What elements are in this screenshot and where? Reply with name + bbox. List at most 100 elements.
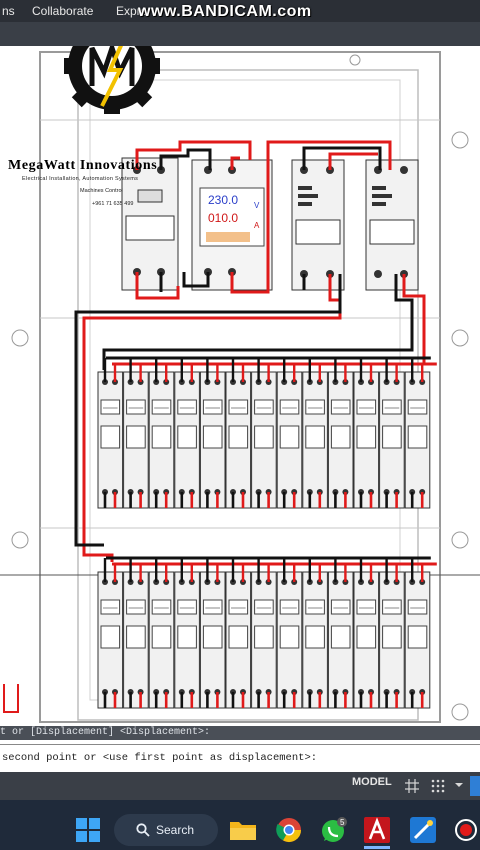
ribbon-tab-ns[interactable]: ns	[2, 4, 15, 18]
breaker-label	[137, 189, 163, 203]
mount-hole	[451, 531, 469, 549]
chevron-down-icon[interactable]	[454, 780, 464, 790]
mcb-handle	[382, 625, 402, 649]
mcb-label	[202, 599, 223, 615]
energy-meter: 230.0 V 010.0 A	[191, 159, 273, 291]
mcb-handle	[228, 425, 249, 449]
mcb-label	[177, 599, 197, 615]
mcb-label	[126, 599, 146, 615]
mcb-handle	[356, 425, 377, 449]
breaker-row-2	[97, 556, 437, 709]
mount-hole	[451, 329, 469, 347]
main-wiring	[74, 140, 426, 562]
drawing-canvas[interactable]: 230.0 V 010.0 A	[0, 46, 480, 726]
record-icon[interactable]	[454, 818, 478, 842]
mcb-handle	[126, 625, 146, 649]
mcb-label	[228, 599, 249, 615]
rcd-breaker-1	[291, 159, 345, 291]
mount-hole	[11, 531, 29, 549]
mcb-label	[228, 399, 249, 415]
mcb-handle	[305, 425, 325, 449]
mcb-handle	[126, 425, 146, 449]
lightning-icon	[100, 46, 124, 107]
mcb-label	[279, 599, 300, 615]
mcb-label	[279, 399, 300, 415]
active-app-indicator	[364, 846, 390, 849]
ribbon-tab-express[interactable]: Expre	[116, 4, 148, 18]
whatsapp-icon[interactable]: 5	[320, 816, 348, 844]
mcb-label	[305, 399, 325, 415]
company-tagline: Electrical Installation, Automation Syst…	[22, 176, 139, 182]
company-logo	[64, 46, 160, 114]
mcb-handle	[330, 625, 351, 649]
mcb-label	[202, 399, 223, 415]
mcb-label	[126, 399, 146, 415]
mcb-label	[254, 399, 274, 415]
mcb-handle	[279, 425, 300, 449]
breaker-row-1	[97, 356, 437, 509]
paint-app-icon[interactable]	[410, 817, 436, 843]
mcb-handle	[100, 425, 121, 449]
mcb-label	[305, 599, 325, 615]
mcb-handle	[407, 625, 428, 649]
search-icon	[136, 823, 150, 837]
meter-voltage-unit: V	[254, 201, 260, 210]
windows-start-icon[interactable]	[76, 818, 100, 842]
model-tab[interactable]: MODEL	[352, 776, 392, 788]
svg-text:5: 5	[340, 818, 345, 827]
mcb-handle	[202, 425, 223, 449]
mcb-label	[100, 399, 121, 415]
mcb-label	[356, 399, 377, 415]
file-explorer-icon[interactable]	[230, 818, 256, 840]
mcb-handle	[356, 625, 377, 649]
mcb-label	[407, 399, 428, 415]
mount-hole	[451, 131, 469, 149]
mcb-label	[382, 399, 402, 415]
mcb-handle	[330, 425, 351, 449]
taskbar-search-button[interactable]: Search	[114, 814, 218, 846]
chrome-icon[interactable]	[276, 817, 302, 843]
mcb-handle	[254, 625, 274, 649]
search-label: Search	[156, 823, 195, 837]
status-accent	[470, 776, 480, 796]
mount-hole	[349, 54, 361, 66]
mcb-label	[254, 599, 274, 615]
mcb-handle	[151, 625, 172, 649]
command-input[interactable]: second point or <use first point as disp…	[0, 744, 480, 771]
autocad-icon[interactable]	[364, 817, 390, 843]
snap-icon[interactable]	[430, 778, 446, 794]
mcb-handle	[407, 425, 428, 449]
mcb-handle	[279, 625, 300, 649]
mcb-label	[177, 399, 197, 415]
mcb-handle	[382, 425, 402, 449]
rcd-breaker-2	[365, 159, 419, 291]
mcb-handle	[202, 625, 223, 649]
meter-current: 010.0	[208, 211, 238, 225]
logo-m-mark	[89, 46, 135, 86]
mcb-handle	[305, 625, 325, 649]
grid-icon[interactable]	[404, 778, 420, 794]
mcb-label	[151, 399, 172, 415]
company-phone: +961 71 635 499	[92, 201, 134, 207]
command-history-text: t or [Displacement] <Displacement>:	[0, 727, 211, 738]
meter-power-readout	[206, 232, 250, 242]
ribbon-bar: ns Collaborate Expre	[0, 0, 480, 22]
mcb-handle	[254, 425, 274, 449]
command-prompt: second point or <use first point as disp…	[2, 752, 318, 764]
ribbon-panel	[0, 22, 480, 46]
company-tagline-2: Machines Control	[80, 188, 123, 194]
mount-hole	[451, 703, 469, 721]
mcb-label	[330, 599, 351, 615]
ribbon-tab-collaborate[interactable]: Collaborate	[32, 4, 94, 18]
red-marker	[3, 684, 19, 713]
mcb-handle	[177, 625, 197, 649]
mcb-label	[356, 599, 377, 615]
meter-voltage: 230.0	[208, 193, 238, 207]
mcb-handle	[177, 425, 197, 449]
mcb-label	[330, 399, 351, 415]
breaker-handle	[125, 215, 175, 241]
mcb-label	[151, 599, 172, 615]
status-bar	[0, 772, 480, 800]
mount-hole	[11, 329, 29, 347]
enclosure-outer	[39, 51, 441, 723]
